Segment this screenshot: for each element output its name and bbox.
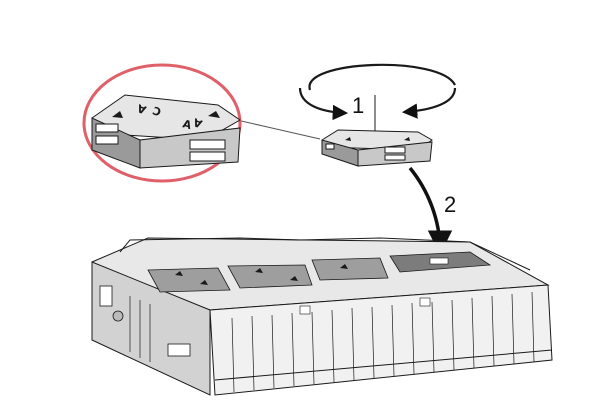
insert-arrow bbox=[408, 166, 453, 255]
zoom-callout: A C A A bbox=[82, 63, 321, 183]
callout-leader-line bbox=[227, 117, 321, 140]
face-glyph-3: A bbox=[181, 117, 193, 132]
base-unit bbox=[91, 237, 553, 396]
rotation-arc-front-right bbox=[401, 87, 457, 119]
step-2-label: 2 bbox=[444, 192, 456, 217]
rotation-arc-front-left bbox=[298, 87, 349, 121]
step-1-label: 1 bbox=[352, 93, 364, 118]
rotation-indicator: 1 bbox=[298, 63, 457, 138]
small-module bbox=[321, 129, 433, 167]
base-front-face bbox=[209, 284, 553, 396]
callout-module: A C A A bbox=[91, 94, 241, 169]
base-left-face bbox=[91, 261, 211, 396]
rotation-arc-back bbox=[308, 63, 456, 91]
insertion-indicator: 2 bbox=[408, 166, 456, 255]
